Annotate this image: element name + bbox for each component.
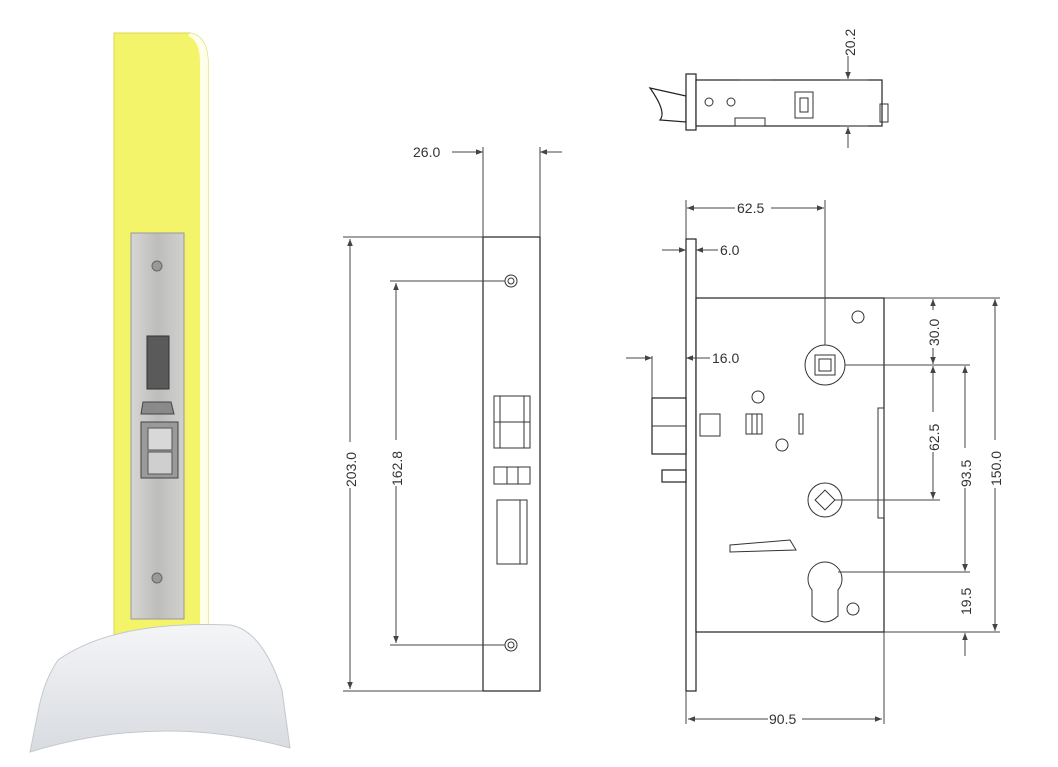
dim-body-width: 90.5 <box>769 711 796 727</box>
dim-front-height: 203.0 <box>343 452 359 487</box>
lock-body-outline <box>695 297 885 633</box>
faceplate-screw-top-icon <box>151 260 163 272</box>
dim-spindle-to-cylinder: 93.5 <box>958 460 974 487</box>
faceplate-screw-bottom-icon <box>151 572 163 584</box>
dim-cylinder-to-bottom: 19.5 <box>958 588 974 615</box>
deadbolt <box>146 335 170 390</box>
dim-backset: 62.5 <box>737 200 764 216</box>
top-view-drawing: 20.2 <box>648 29 889 148</box>
dim-top-thickness: 20.2 <box>842 29 858 56</box>
lock-photo <box>29 32 291 753</box>
dim-faceplate-thickness: 6.0 <box>720 242 740 258</box>
dim-spindle-to-lower-hub: 62.5 <box>926 424 942 451</box>
dim-screw-spacing: 162.8 <box>389 451 405 486</box>
side-view-drawing: 62.5 6.0 16.0 90.5 30.0 62.5 <box>626 200 1004 727</box>
dim-top-to-spindle: 30.0 <box>926 319 942 346</box>
cylinder-keyhole <box>807 561 843 623</box>
main-latch <box>140 421 179 479</box>
stand-base <box>29 623 291 753</box>
auxiliary-latch <box>140 401 175 415</box>
dim-bolt-projection: 16.0 <box>712 350 739 366</box>
front-faceplate-outline <box>482 236 541 692</box>
dim-front-width: 26.0 <box>413 144 440 160</box>
dim-body-height: 150.0 <box>988 451 1004 486</box>
front-view-drawing: 26.0 203.0 162.8 <box>340 144 562 692</box>
